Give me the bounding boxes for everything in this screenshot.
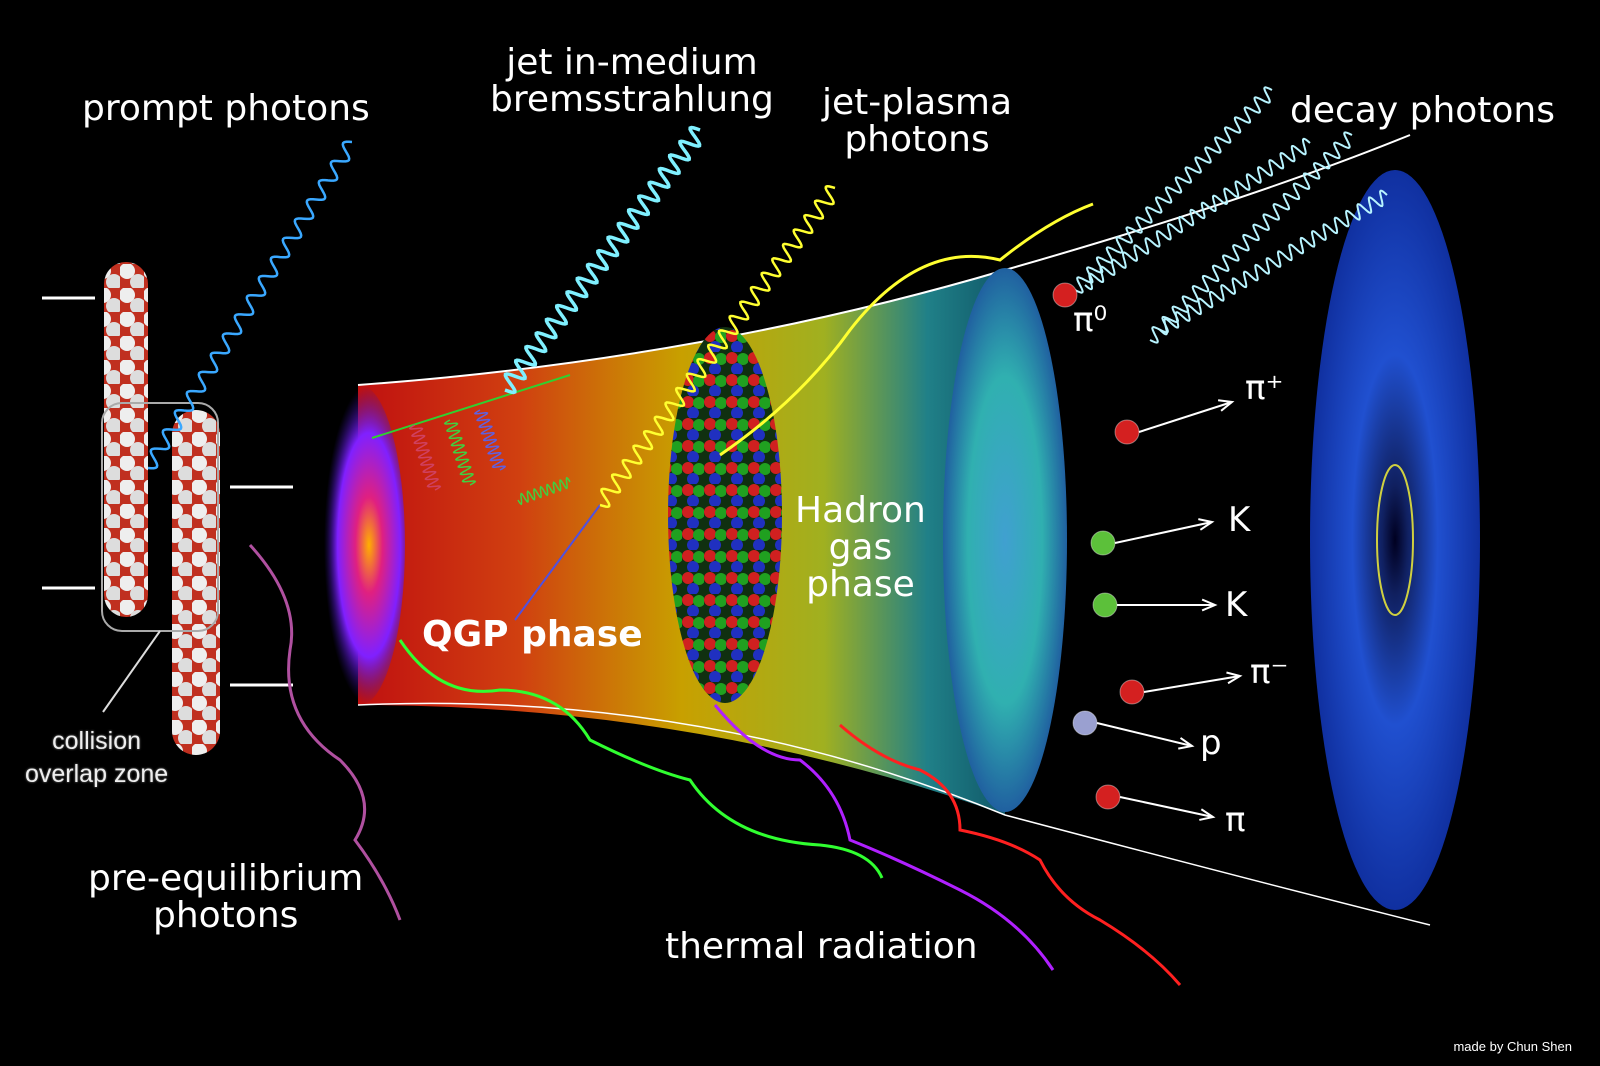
jet-quark-line bbox=[514, 504, 601, 621]
particle-ball bbox=[1072, 710, 1098, 736]
credit: made by Chun Shen bbox=[1453, 1039, 1572, 1054]
gluon-4 bbox=[517, 476, 571, 506]
qgp-partons-ellipse bbox=[668, 327, 782, 703]
particle-ball bbox=[1052, 282, 1078, 308]
label-thermal-radiation: thermal radiation bbox=[665, 926, 978, 967]
overlap-zone-pointer bbox=[102, 630, 161, 713]
particle-ball bbox=[1119, 679, 1145, 705]
cone-bottom-edge bbox=[357, 702, 1431, 926]
particle-arrow bbox=[1143, 675, 1241, 693]
detector-event-display bbox=[1310, 170, 1480, 910]
label-hadron-line2: gas bbox=[828, 527, 893, 568]
particle-label: π⁺ bbox=[1245, 368, 1284, 408]
label-jet-plasma-line2: photons bbox=[844, 119, 990, 160]
particle-label: p bbox=[1200, 723, 1222, 763]
decay-photon-wave-2 bbox=[1084, 137, 1311, 291]
decay-photon-wave-1 bbox=[1074, 86, 1273, 294]
label-hadron-line1: Hadron bbox=[795, 490, 926, 531]
hadron-gas-ellipse bbox=[943, 268, 1067, 812]
arrowhead-icon bbox=[1198, 518, 1215, 531]
particle-ball bbox=[1114, 419, 1140, 445]
arrowhead-icon bbox=[1226, 671, 1243, 685]
arrowhead-icon bbox=[1178, 737, 1195, 750]
label-hadron-gas: Hadron gas phase bbox=[795, 492, 926, 603]
arrowhead-icon bbox=[1217, 399, 1235, 412]
particle-ball bbox=[1090, 530, 1116, 556]
label-pre-eq-line2: photons bbox=[152, 895, 299, 936]
thermal-photon-purple bbox=[713, 704, 1055, 971]
nucleus-right bbox=[172, 410, 220, 755]
particle-label: K bbox=[1228, 500, 1251, 540]
gluon-2 bbox=[443, 419, 477, 486]
pre-equilibrium-photon-wave bbox=[248, 543, 402, 921]
arrowhead-icon bbox=[1201, 598, 1218, 612]
thermal-photon-green bbox=[398, 639, 884, 879]
particle-arrow bbox=[1138, 401, 1233, 433]
jet-brems-photon-wave bbox=[503, 125, 702, 395]
label-jet-in-medium: jet in-medium bremsstrahlung bbox=[490, 44, 774, 118]
jet-track bbox=[371, 374, 571, 439]
nucleus-left bbox=[104, 262, 148, 617]
prompt-photon-wave bbox=[147, 140, 353, 470]
label-qgp-phase: QGP phase bbox=[422, 614, 643, 655]
particle-label: π⁻ bbox=[1250, 652, 1289, 692]
particle-arrow bbox=[1114, 521, 1213, 544]
particle-label: π bbox=[1225, 800, 1246, 840]
thermal-photon-red bbox=[839, 723, 1182, 986]
detector-core bbox=[1376, 464, 1414, 616]
label-jet-line2: bremsstrahlung bbox=[490, 79, 774, 120]
initial-state-glow bbox=[315, 385, 405, 705]
label-jet-plasma: jet-plasma photons bbox=[822, 84, 1012, 158]
label-pre-equilibrium: pre-equilibrium photons bbox=[88, 860, 363, 934]
particle-arrow bbox=[1096, 722, 1193, 747]
label-collision-overlap: collision overlap zone bbox=[25, 725, 168, 791]
label-collision-line2: overlap zone bbox=[25, 760, 169, 788]
arrowhead-icon bbox=[1199, 808, 1216, 821]
particle-label: π⁰ bbox=[1073, 300, 1108, 340]
gluon-3 bbox=[473, 409, 507, 471]
gluon-1 bbox=[408, 424, 442, 491]
particle-label: K bbox=[1225, 585, 1248, 625]
decay-photon-wave-4 bbox=[1159, 189, 1388, 336]
jet-plasma-photon-wave bbox=[599, 185, 836, 508]
label-prompt-photons: prompt photons bbox=[82, 88, 370, 129]
particle-ball bbox=[1092, 592, 1118, 618]
cone-top-edge bbox=[357, 134, 1411, 386]
label-jet-line1: jet in-medium bbox=[506, 42, 758, 83]
label-decay-photons: decay photons bbox=[1290, 90, 1556, 131]
label-pre-eq-line1: pre-equilibrium bbox=[88, 858, 364, 899]
label-hadron-line3: phase bbox=[806, 564, 915, 605]
label-collision-line1: collision bbox=[52, 727, 142, 755]
label-jet-plasma-line1: jet-plasma bbox=[822, 82, 1013, 123]
particle-ball bbox=[1095, 784, 1121, 810]
jet-plasma-yellow-curve bbox=[719, 202, 1094, 457]
particle-arrow bbox=[1119, 796, 1214, 818]
